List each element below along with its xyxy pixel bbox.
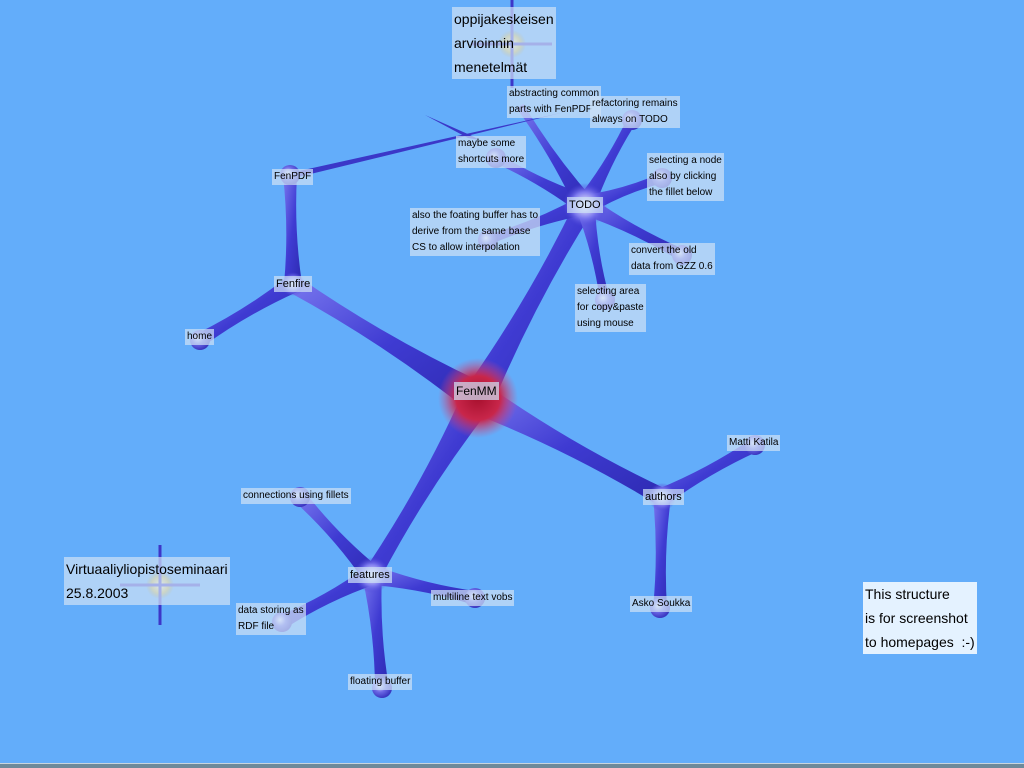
fillet-authors-matti[interactable]: [657, 438, 759, 505]
fillet-fenfire-home[interactable]: [196, 276, 298, 346]
node-refactoring-remains[interactable]: refactoring remains always on TODO: [590, 96, 680, 128]
node-connections-using-fillets[interactable]: connections using fillets: [241, 488, 351, 504]
node-foating-buffer-base-cs[interactable]: also the foating buffer has to derive fr…: [410, 208, 541, 256]
node-convert-old-data[interactable]: convert the old data from GZZ 0.6: [629, 243, 715, 275]
fillet-todo-selarea[interactable]: [575, 202, 610, 302]
node-fenpdf[interactable]: FenPDF: [272, 169, 314, 185]
node-asko-soukka[interactable]: Asko Soukka: [630, 596, 693, 612]
node-fenmm[interactable]: FenMM: [454, 382, 499, 400]
fillet-authors-asko[interactable]: [653, 496, 671, 609]
node-floating-buffer[interactable]: floating buffer: [348, 674, 413, 690]
fillet-features-conn[interactable]: [294, 492, 380, 582]
fillet-fenmm-todo[interactable]: [464, 200, 594, 406]
node-oppijakeskeisen[interactable]: oppijakeskeisen arvioinnin menetelmät: [452, 7, 556, 79]
node-matti-katila[interactable]: Matti Katila: [727, 435, 781, 451]
fillet-stray-stub: [425, 115, 480, 140]
node-selecting-area[interactable]: selecting area for copy&paste using mous…: [575, 284, 646, 332]
fillet-todo-abst[interactable]: [516, 103, 594, 211]
fillet-fenmm-fenfire[interactable]: [288, 276, 487, 412]
node-features[interactable]: features: [348, 567, 392, 583]
bottom-status-bar: [0, 763, 1024, 768]
node-data-storing-rdf[interactable]: data storing as RDF file: [236, 603, 306, 635]
node-virtuaaliyliopistoseminaari[interactable]: Virtuaaliyliopistoseminaari 25.8.2003: [64, 557, 230, 605]
fillet-fenmm-features[interactable]: [364, 389, 492, 580]
node-authors[interactable]: authors: [643, 489, 684, 505]
fillet-fenpdf-abstracting[interactable]: [290, 112, 565, 179]
fillet-fenmm-authors[interactable]: [470, 383, 667, 505]
node-selecting-node[interactable]: selecting a node also by clicking the fi…: [647, 153, 724, 201]
node-multiline-text-vobs[interactable]: multiline text vobs: [431, 590, 515, 606]
node-home[interactable]: home: [185, 329, 215, 345]
node-fenfire[interactable]: Fenfire: [274, 276, 313, 292]
node-maybe-some-shortcuts[interactable]: maybe some shortcuts more: [456, 136, 527, 168]
fillet-features-floatb[interactable]: [362, 574, 389, 689]
fillet-fenfire-fenpdf[interactable]: [283, 174, 302, 285]
node-todo[interactable]: TODO: [567, 197, 603, 213]
info-note: This structure is for screenshot to home…: [863, 582, 977, 654]
node-abstracting-common-parts[interactable]: abstracting common parts with FenPDF: [507, 86, 602, 118]
